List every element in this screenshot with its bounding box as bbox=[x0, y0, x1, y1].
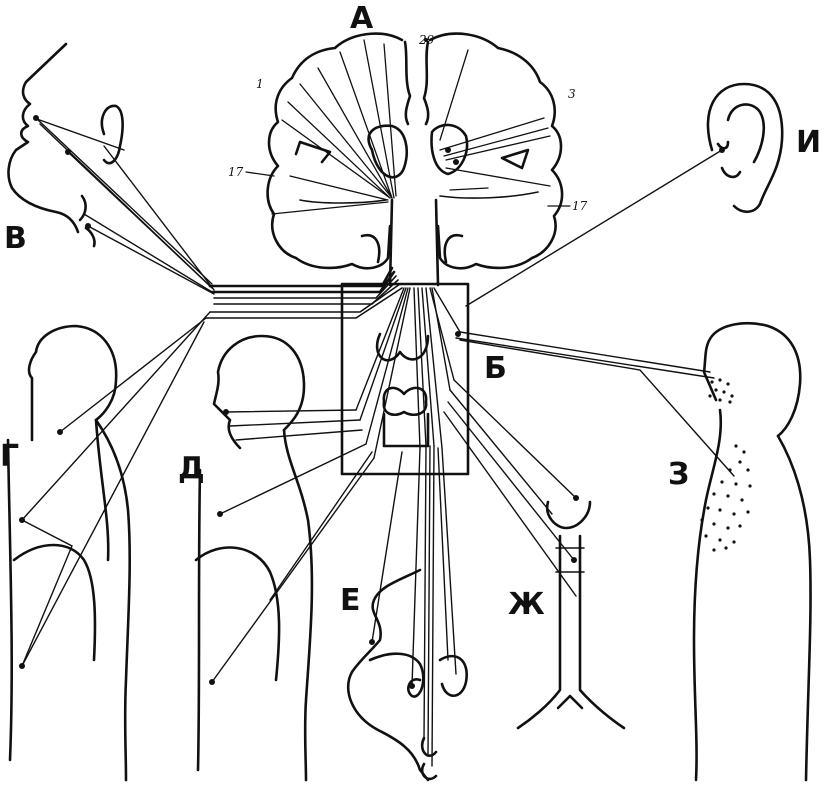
face-outline bbox=[7, 42, 80, 234]
skin-zones bbox=[700, 378, 752, 552]
face-profile-V: В bbox=[4, 42, 215, 295]
central-descending-nerves bbox=[355, 287, 461, 459]
body-G-nerves bbox=[21, 311, 211, 667]
right-hemisphere bbox=[428, 32, 564, 270]
bronchi bbox=[556, 694, 584, 710]
body-profile-D: Д bbox=[178, 334, 375, 782]
body-D bbox=[282, 428, 314, 782]
ventricle-left bbox=[294, 140, 332, 164]
body-D-nerves bbox=[211, 409, 375, 683]
label-1: 1 bbox=[256, 77, 264, 91]
vertebra-body bbox=[382, 412, 430, 448]
label-Z: З bbox=[668, 457, 689, 492]
label-3: 3 bbox=[568, 87, 576, 101]
ear-I: И bbox=[465, 82, 821, 307]
ear-V bbox=[100, 104, 124, 165]
label-29: 29 bbox=[418, 33, 435, 47]
trachea-nerves bbox=[443, 379, 577, 597]
cord-upper bbox=[375, 332, 430, 362]
body-Z-nerves bbox=[455, 331, 735, 477]
spinal-cord-section: Б bbox=[340, 282, 507, 476]
ventricle-right bbox=[500, 148, 530, 170]
back-G bbox=[6, 438, 14, 762]
label-Zh: Ж bbox=[508, 587, 545, 622]
longitudinal-fissure bbox=[403, 40, 412, 126]
thalamus-left bbox=[367, 124, 408, 179]
ear-canal bbox=[716, 140, 730, 150]
intestine-E bbox=[368, 652, 425, 698]
shoulder-G bbox=[12, 543, 97, 662]
section-box bbox=[340, 282, 470, 476]
head-G bbox=[27, 324, 118, 442]
jaw-V bbox=[78, 194, 96, 248]
rectum-E bbox=[420, 736, 438, 781]
front-Z bbox=[692, 408, 723, 782]
head-D bbox=[212, 334, 306, 450]
label-V: В bbox=[4, 221, 27, 256]
thalamus-right bbox=[430, 123, 469, 176]
back-D bbox=[196, 468, 202, 772]
label-I: И bbox=[796, 125, 821, 160]
brain-stem bbox=[388, 198, 440, 287]
trachea-tube bbox=[516, 534, 626, 730]
brain-section: А 29 1 3 17 17 bbox=[228, 1, 588, 287]
cortical-fibers-right bbox=[439, 49, 551, 191]
trachea-Zh: Ж bbox=[443, 379, 626, 730]
body-profile-Z: З bbox=[455, 322, 812, 782]
temporal-curve-left bbox=[360, 233, 381, 264]
stomach-E bbox=[346, 568, 430, 782]
head-Z bbox=[702, 322, 802, 438]
label-G: Г bbox=[0, 439, 19, 474]
vertebra bbox=[382, 386, 428, 416]
neck-line-G bbox=[94, 418, 110, 562]
label-B: Б bbox=[484, 351, 507, 386]
label-D: Д bbox=[178, 451, 205, 486]
organs-E-nerves bbox=[371, 445, 457, 767]
body-G bbox=[94, 418, 132, 782]
ear-nerve bbox=[465, 149, 723, 307]
body-profile-G: Г bbox=[0, 311, 211, 782]
left-hemisphere bbox=[266, 32, 404, 270]
sylvian-right bbox=[439, 191, 539, 199]
larynx-detail bbox=[555, 547, 585, 573]
body-Z bbox=[776, 434, 812, 782]
nerve-bundle bbox=[205, 266, 403, 319]
label-E: Е bbox=[340, 583, 361, 618]
larynx-Zh bbox=[545, 500, 592, 530]
label-17-left: 17 bbox=[228, 165, 244, 179]
label-17-right: 17 bbox=[572, 199, 588, 213]
longitudinal-fissure-right bbox=[422, 40, 430, 126]
label-A: А bbox=[350, 1, 374, 36]
cortical-fibers-left bbox=[271, 39, 397, 215]
ear-inner bbox=[720, 103, 766, 179]
colon-E bbox=[438, 654, 468, 698]
temporal-curve-right bbox=[443, 233, 464, 264]
sylvian-left bbox=[299, 199, 387, 204]
face-nerves bbox=[33, 117, 215, 295]
ear-outline bbox=[706, 82, 784, 214]
shoulder-D bbox=[194, 546, 281, 682]
organs-E: Е bbox=[340, 445, 468, 782]
